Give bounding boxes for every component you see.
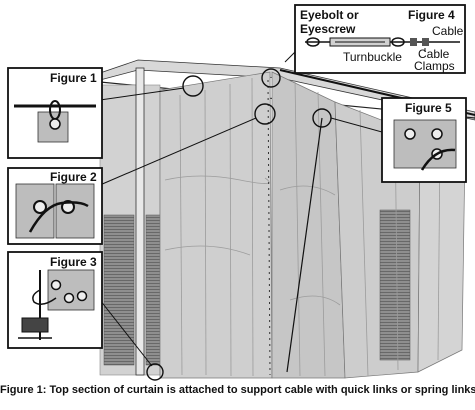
figure2-box <box>7 167 103 245</box>
figure4-eyebolt-label-line1: Eyebolt or <box>300 8 359 22</box>
figure5-title: Figure 5 <box>405 101 452 115</box>
callout-circle-figure4 <box>261 68 281 88</box>
figure4-title: Figure 4 <box>408 8 455 22</box>
curtain-fastener-line <box>267 79 271 376</box>
left-mesh-panel <box>103 214 135 366</box>
figure4-clamps-label-line2: Clamps <box>414 59 455 73</box>
figure4-clamp-2 <box>422 38 429 46</box>
figure4-eyebolt <box>306 37 320 47</box>
figure3-box <box>7 251 103 349</box>
figure3-title: Figure 3 <box>50 255 97 269</box>
figure4-clamps-label-line1: Cable <box>418 47 450 61</box>
left-post <box>135 67 145 376</box>
figure3-bracket <box>21 317 49 333</box>
figure4-box <box>294 4 466 74</box>
figure-caption: Figure 1: Top section of curtain is atta… <box>0 384 475 396</box>
left-mesh-panel-2 <box>145 214 163 366</box>
figure2-title: Figure 2 <box>50 170 97 184</box>
callout-circle-figure3 <box>146 363 164 381</box>
cable-to-figure4 <box>284 51 296 63</box>
curtain-panel-mid <box>271 71 346 379</box>
figure1-box <box>7 67 103 159</box>
figure5-curtain-tab <box>393 119 457 169</box>
callout-circle-figure1 <box>182 75 204 97</box>
figure5-spring-link <box>420 148 456 171</box>
leader-lines <box>99 87 383 367</box>
figure4-clamp-1 <box>410 38 417 46</box>
figure4-eyebolt-label-line2: Eyescrew <box>300 22 356 36</box>
figure2-spring-link <box>28 201 89 233</box>
figure2-curtain-right <box>55 183 95 239</box>
figure4-cable-label: Cable <box>432 24 464 38</box>
figure5-box <box>381 97 467 183</box>
left-curtain-area <box>99 67 163 376</box>
figure1-title: Figure 1 <box>50 71 97 85</box>
figure4-turnbuckle-label: Turnbuckle <box>343 50 402 64</box>
callout-circles <box>146 68 332 381</box>
figure3-hook <box>32 289 57 305</box>
right-mesh-panel <box>379 209 411 361</box>
drop-cable <box>286 117 323 373</box>
callout-circle-figure2 <box>254 103 276 125</box>
figure1-grommet <box>49 118 61 130</box>
